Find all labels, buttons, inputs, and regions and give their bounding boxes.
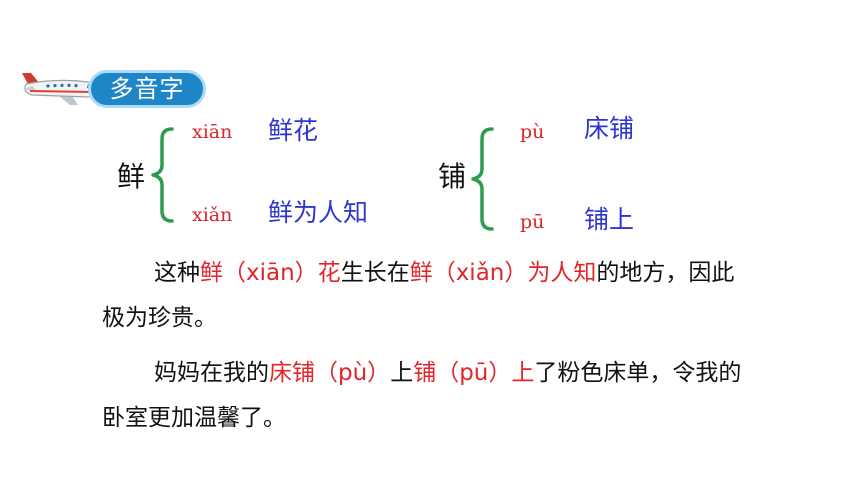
- word-1a: 鲜花: [268, 116, 319, 145]
- pinyin-2b: pū: [520, 211, 545, 233]
- brace-1: [151, 127, 174, 223]
- polyphone-badge: 多音字: [18, 66, 206, 112]
- brace-2: [471, 127, 494, 231]
- text-segment: 的地方，因此极为珍贵。: [102, 260, 735, 331]
- highlight-segment: 床铺（pù）: [269, 360, 391, 386]
- example-sentences: 这种鲜（xiān）花生长在鲜（xiǎn）为人知的地方，因此极为珍贵。 妈妈在我的…: [102, 251, 742, 441]
- pinyin-2a: pù: [520, 121, 545, 143]
- text-segment: 上: [390, 360, 414, 386]
- text-segment: 这种: [154, 260, 200, 286]
- badge-label: 多音字: [88, 70, 206, 108]
- text-segment: 生长在: [340, 260, 410, 286]
- highlight-segment: 鲜（xiǎn）为人知: [409, 260, 597, 286]
- pinyin-1a: xiān: [192, 121, 233, 143]
- word-2b: 铺上: [584, 205, 635, 234]
- text-segment: 了粉色床单，令我的卧室更加温馨了。: [102, 360, 742, 431]
- highlight-segment: 铺（pū）上: [413, 360, 535, 386]
- word-2a: 床铺: [584, 114, 635, 143]
- polyphone-char-1: 鲜: [117, 160, 146, 193]
- polyphone-char-2: 铺: [438, 160, 467, 193]
- highlight-segment: 鲜（xiān）花: [200, 260, 341, 286]
- example-sentence-2: 妈妈在我的床铺（pù）上铺（pū）上了粉色床单，令我的卧室更加温馨了。: [102, 351, 742, 441]
- text-segment: 妈妈在我的: [154, 360, 269, 386]
- pinyin-1b: xiǎn: [192, 204, 233, 226]
- example-sentence-1: 这种鲜（xiān）花生长在鲜（xiǎn）为人知的地方，因此极为珍贵。: [102, 251, 742, 341]
- word-1b: 鲜为人知: [268, 198, 369, 227]
